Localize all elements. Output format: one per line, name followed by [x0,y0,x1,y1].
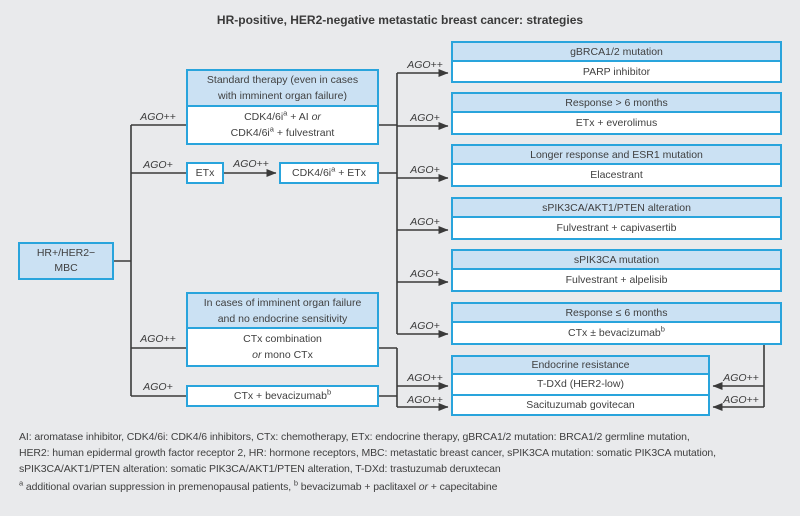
or-word: or [252,349,262,361]
edge-label-sacituzumab-right: AGO++ [723,394,759,406]
outcome-body: ETx + everolimus [453,113,780,133]
footnotes: a additional ovarian suppression in prem… [19,478,498,493]
edge-label-to-elacestrant: AGO+ [410,164,440,176]
legend-line3: sPIK3CA/AKT1/PTEN alteration: somatic PI… [19,463,501,475]
outcome-body: Fulvestrant + alpelisib [453,270,780,290]
cdk-etx-label: CDK4/6ia + ETx [292,164,366,179]
node-esr1-mutation: Longer response and ESR1 mutation Elaces… [451,144,782,187]
organ-failure-header: In cases of imminent organ failure and n… [188,294,377,329]
ctx-bev-label: CTx + bevacizumabb [233,387,332,402]
footnote-superscript-a: a [19,478,24,488]
outcome-body: Fulvestrant + capivasertib [453,218,780,238]
outcome-header: Response > 6 months [453,94,780,113]
body-line: CDK4/6ia + fulvestrant [230,124,335,139]
endocrine-header: Endocrine resistance [453,357,708,373]
edge-label-tdxd-left: AGO++ [407,372,443,384]
node-standard-therapy: Standard therapy (even in cases with imm… [186,69,379,145]
node-akt1-pten-alteration: sPIK3CA/AKT1/PTEN alteration Fulvestrant… [451,197,782,240]
superscript-b: b [660,324,665,334]
outcome-header: gBRCA1/2 mutation [453,43,780,62]
edge-label-to-ctx-bev-right: AGO+ [410,320,440,332]
node-endocrine-resistance: Endocrine resistance T-DXd (HER2-low) Sa… [451,355,710,416]
superscript-b: b [326,387,332,397]
body-line: or mono CTx [252,349,313,361]
node-cdk-etx: CDK4/6ia + ETx [279,162,379,184]
outcome-header: Longer response and ESR1 mutation [453,146,780,165]
root-line1: HR+/HER2− [36,247,96,259]
or-word: or [418,481,428,493]
node-organ-failure: In cases of imminent organ failure and n… [186,292,379,367]
node-response-gt6: Response > 6 months ETx + everolimus [451,92,782,135]
body-line: CDK4/6ia + AI or [244,108,321,123]
edge-label-to-standard: AGO++ [140,111,176,123]
outcome-body: CTx ± bevacizumabb [453,323,780,343]
outcome-header: sPIK3CA mutation [453,251,780,270]
node-response-le6: Response ≤ 6 months CTx ± bevacizumabb [451,302,782,345]
node-root-mbc: HR+/HER2− MBC [18,242,114,280]
abbreviation-legend: AI: aromatase inhibitor, CDK4/6i: CDK4/6… [19,429,716,477]
header-line: with imminent organ failure) [218,90,347,102]
root-line2: MBC [54,262,78,274]
legend-line2: HER2: human epidermal growth factor rece… [19,447,716,459]
superscript-a: a [331,164,336,174]
node-ctx-bevacizumab: CTx + bevacizumabb [186,385,379,407]
edge-label-to-capivasertib: AGO+ [410,216,440,228]
outcome-body: PARP inhibitor [453,62,780,81]
edge-label-tdxd-right: AGO++ [723,372,759,384]
standard-therapy-header: Standard therapy (even in cases with imm… [188,71,377,107]
edge-label-to-parp: AGO++ [407,59,443,71]
standard-therapy-body: CDK4/6ia + AI or CDK4/6ia + fulvestrant [188,107,377,143]
edge-label-etx-to-cdk: AGO++ [233,158,269,170]
edge-label-to-everolimus: AGO+ [410,112,440,124]
outcome-header: sPIK3CA/AKT1/PTEN alteration [453,199,780,218]
etx-label: ETx [195,167,215,179]
superscript-a: a [269,124,274,134]
header-line: In cases of imminent organ failure [203,296,362,309]
diagram-title: HR-positive, HER2-negative metastatic br… [216,13,584,27]
outcome-body: Elacestrant [453,165,780,185]
header-line: and no endocrine sensitivity [217,312,348,325]
edge-label-to-alpelisib: AGO+ [410,268,440,280]
footnote-superscript-b: b [293,478,298,488]
outcome-header: Response ≤ 6 months [453,304,780,323]
body-line: CTx combination [243,333,322,345]
edge-label-to-ctx-bevacizumab: AGO+ [143,381,173,393]
node-etx: ETx [186,162,224,184]
endocrine-row-sacituzumab: Sacituzumab govitecan [453,393,708,414]
edge-label-to-ctx-combination: AGO++ [140,333,176,345]
node-gbrca-mutation: gBRCA1/2 mutation PARP inhibitor [451,41,782,83]
organ-failure-body: CTx combination or mono CTx [188,329,377,365]
edge-label-to-etx: AGO+ [143,159,173,171]
edge-label-sacituzumab-left: AGO++ [407,394,443,406]
node-spik3ca-mutation: sPIK3CA mutation Fulvestrant + alpelisib [451,249,782,292]
legend-line1: AI: aromatase inhibitor, CDK4/6i: CDK4/6… [19,431,690,443]
or-word: or [311,111,321,123]
header-line: Standard therapy (even in cases [206,74,359,86]
endocrine-row-tdxd: T-DXd (HER2-low) [453,373,708,394]
superscript-a: a [283,108,288,118]
